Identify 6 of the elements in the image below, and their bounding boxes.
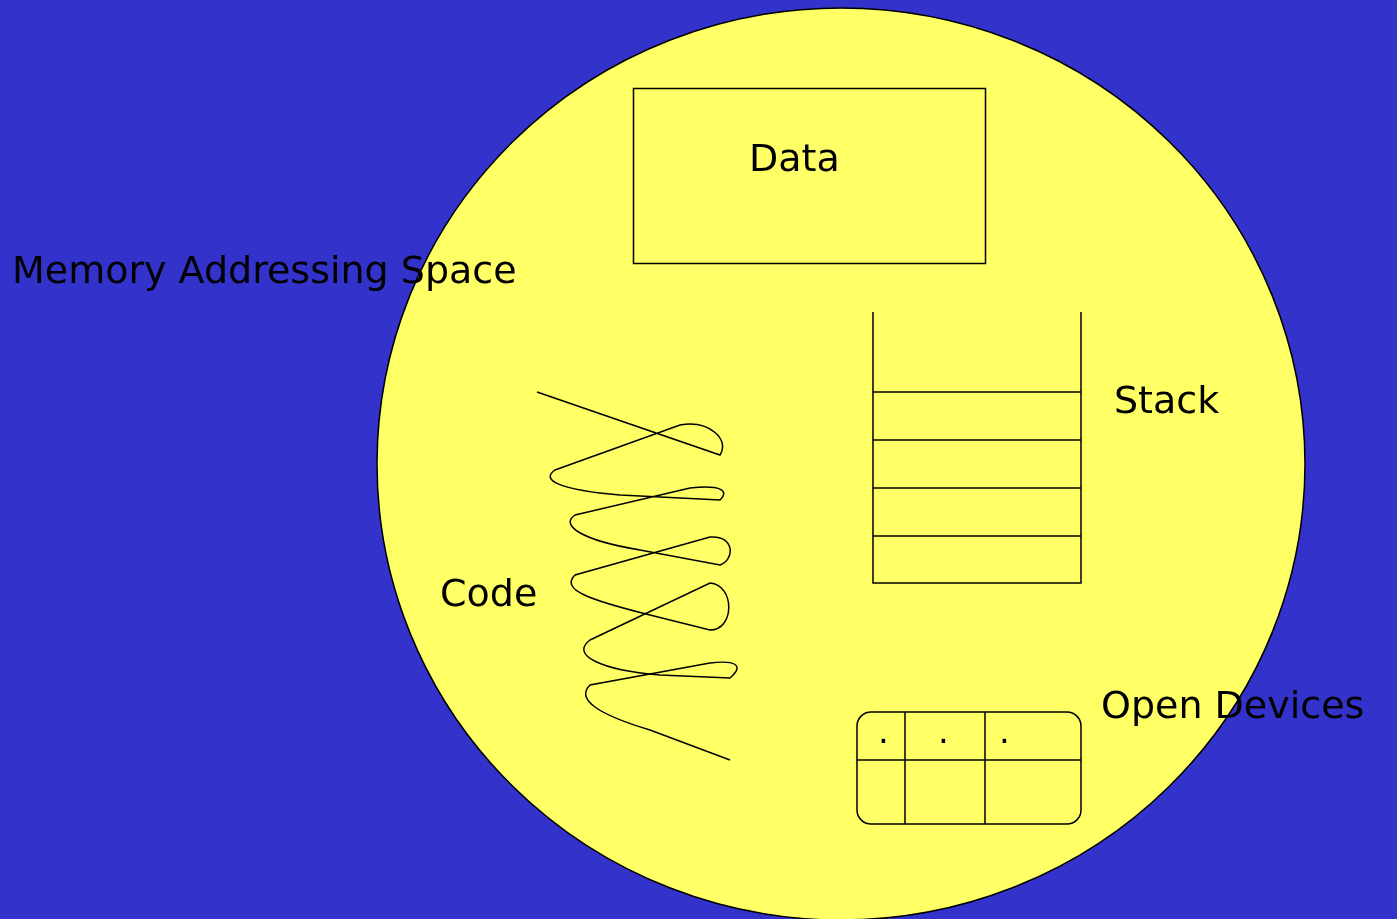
data-label: Data <box>749 139 840 177</box>
table-entry: . <box>999 714 1010 748</box>
code-label: Code <box>440 574 538 612</box>
stack-label: Stack <box>1114 381 1220 419</box>
table-entry: . <box>878 714 889 748</box>
table-entry: . <box>938 714 949 748</box>
